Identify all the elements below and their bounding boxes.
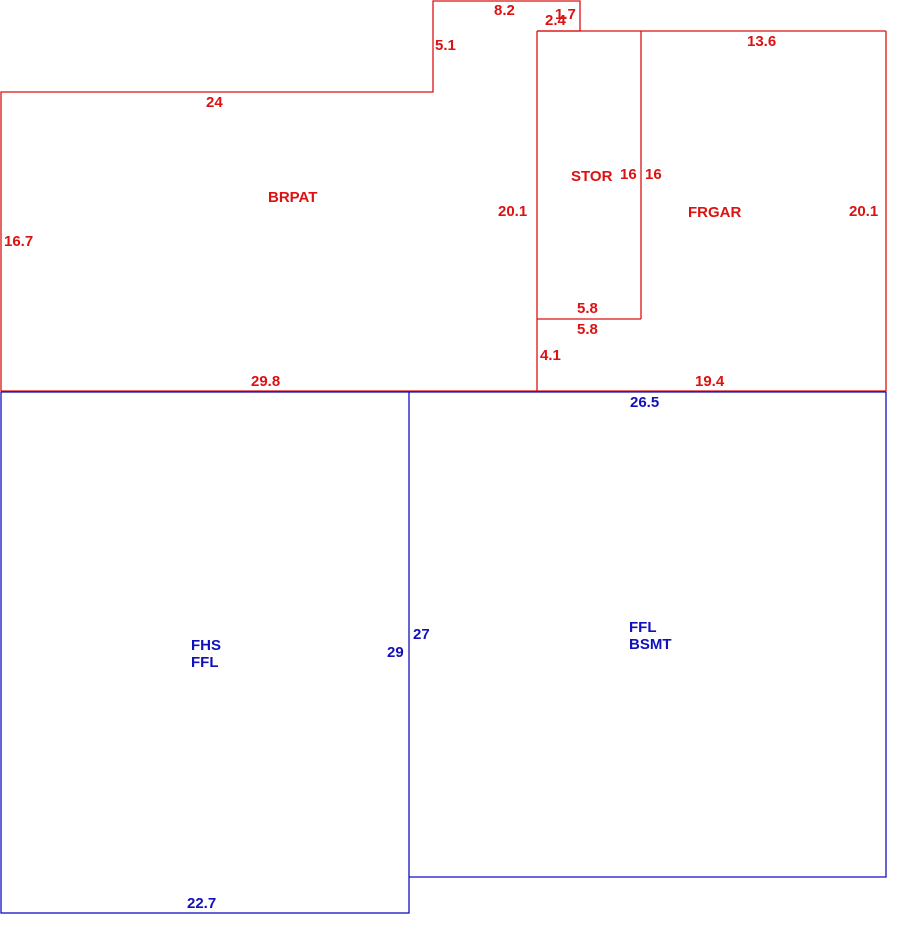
- upper-level-outlines: [0, 0, 887, 392]
- dim-fhs-right: 29: [387, 644, 404, 661]
- dim-brpat-left: 16.7: [4, 233, 33, 250]
- dim-ffl-left: 27: [413, 626, 430, 643]
- dim-brpat-top: 24: [206, 94, 223, 111]
- dim-frgar-bottom: 19.4: [695, 373, 725, 390]
- dim-stor-bottom-outer: 5.8: [577, 321, 598, 338]
- dim-stor-right: 16: [645, 166, 662, 183]
- dim-fhs-bottom: 22.7: [187, 895, 216, 912]
- area-label-frgar: FRGAR: [688, 204, 741, 221]
- area-label-bsmt: BSMT: [629, 636, 672, 653]
- area-label-fhs: FHS: [191, 637, 221, 654]
- dim-stor-notch-b: 1.7: [555, 6, 576, 23]
- dim-brpat-top-notch: 8.2: [494, 2, 515, 19]
- dim-brpat-notch-left: 5.1: [435, 37, 456, 54]
- dim-stor-bottom-inner: 5.8: [577, 300, 598, 317]
- area-label-fhs-ffl: FFL: [191, 654, 219, 671]
- ffl-bsmt-outline: [409, 391, 887, 878]
- dim-frgar-right: 20.1: [849, 203, 878, 220]
- area-label-stor: STOR: [571, 168, 613, 185]
- fhs-outline: [0, 391, 410, 914]
- dim-ffl-top: 26.5: [630, 394, 659, 411]
- dim-stor-gap: 4.1: [540, 347, 561, 364]
- dim-stor-notch-a: 2.4: [545, 12, 567, 29]
- area-label-ffl: FFL: [629, 619, 657, 636]
- dim-frgar-top: 13.6: [747, 33, 776, 50]
- dim-brpat-bottom: 29.8: [251, 373, 280, 390]
- lower-level-outlines: [0, 391, 887, 914]
- area-label-brpat: BRPAT: [268, 189, 317, 206]
- dim-brpat-right: 20.1: [498, 203, 527, 220]
- dim-stor-left: 16: [620, 166, 637, 183]
